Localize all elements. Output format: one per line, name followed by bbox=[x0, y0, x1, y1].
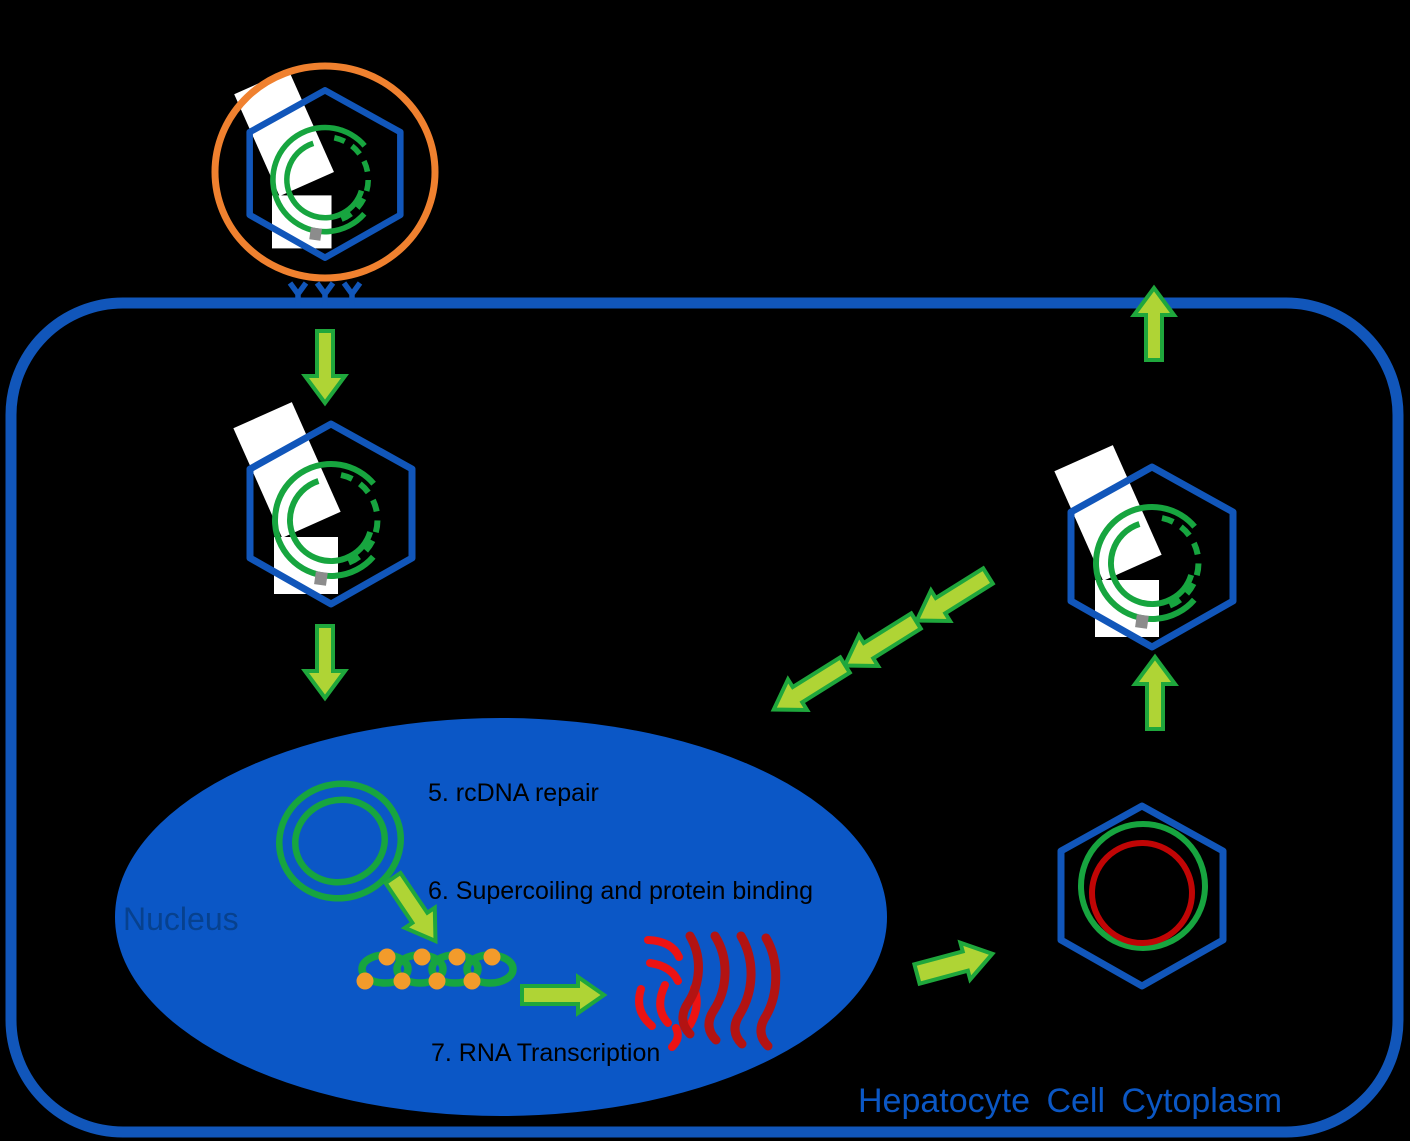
rna-transcripts-icon bbox=[635, 931, 781, 1051]
supercoiling-arrow-icon bbox=[382, 870, 438, 945]
entry-arrow-icon bbox=[301, 329, 349, 407]
step7-label: 7. RNA Transcription bbox=[431, 1039, 661, 1067]
enveloped-virion-icon bbox=[211, 62, 439, 282]
cytoplasm-label: Hepatocyte Cell Cytoplasm bbox=[858, 1082, 1283, 1120]
step5-label: 5. rcDNA repair bbox=[428, 779, 599, 807]
cell-membrane bbox=[5, 297, 1404, 1138]
mature-capsid-icon bbox=[1054, 445, 1233, 647]
egress-arrow-icon bbox=[1130, 284, 1178, 362]
capsid-icon bbox=[233, 402, 412, 604]
step6-label: 6. Supercoiling and protein binding bbox=[428, 877, 813, 905]
recycling-arrows-icon bbox=[770, 565, 996, 712]
chromatin-beads-icon bbox=[356, 948, 517, 990]
surface-receptors-icon bbox=[287, 281, 363, 306]
assembly-arrow-icon bbox=[911, 939, 996, 987]
maturation-arrow-icon bbox=[1131, 653, 1179, 731]
transcription-arrow-icon bbox=[520, 973, 608, 1017]
nucleus-label: Nucleus bbox=[123, 901, 239, 937]
uncoating-arrow-icon bbox=[301, 624, 349, 702]
pgrna-capsid-icon bbox=[1057, 802, 1227, 990]
